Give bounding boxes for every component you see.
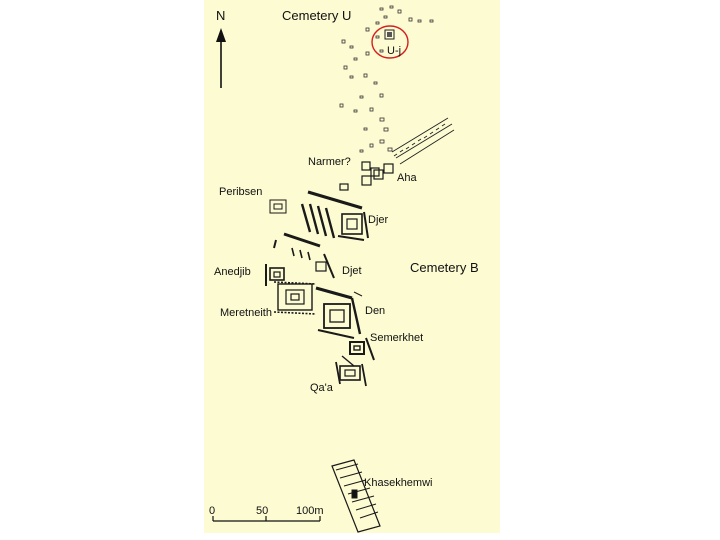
anedjib-label: Anedjib <box>214 266 251 278</box>
djet-label: Djet <box>342 265 362 277</box>
tomb-uj-marker <box>371 25 409 59</box>
aha-tomb-chambers <box>339 161 394 191</box>
tomb-uj-label: U-j <box>387 45 402 57</box>
djer-label: Djer <box>368 214 389 226</box>
khasekhemwi-tomb <box>331 459 381 533</box>
cemetery-u-label: Cemetery U <box>282 8 352 23</box>
cemetery-u-tombs <box>339 5 434 153</box>
semerkhet-tomb <box>341 337 375 367</box>
map-drawing <box>212 5 455 533</box>
peribsen-tomb <box>269 199 287 214</box>
cemetery-b-label: Cemetery B <box>410 260 479 275</box>
aha-label: Aha <box>397 172 417 184</box>
djer-complex <box>300 190 369 241</box>
scale-tick-100m: 100m <box>296 505 324 517</box>
aha-subsidiary-rows <box>391 117 455 165</box>
scale-tick-0: 0 <box>209 505 216 517</box>
scale-bar <box>212 516 321 522</box>
north-arrow-icon <box>216 28 226 88</box>
khasekhemwi-label: Khasekhemwi <box>364 477 433 489</box>
meretneith-complex <box>273 281 317 315</box>
narmer-label: Narmer? <box>308 156 351 168</box>
qaa-tomb <box>335 361 367 387</box>
meretneith-label: Meretneith <box>220 307 272 319</box>
scale-tick-50: 50 <box>256 505 269 517</box>
den-complex <box>315 286 363 339</box>
semerkhet-label: Semerkhet <box>370 332 424 344</box>
map-panel: N Cemetery U U-j Narmer? Aha Peribsen Dj… <box>204 0 500 533</box>
north-label: N <box>216 8 226 23</box>
peribsen-label: Peribsen <box>219 186 263 198</box>
den-label: Den <box>365 305 386 317</box>
djet-anedjib-complex <box>265 232 335 286</box>
qaa-label: Qa'a <box>310 382 333 394</box>
